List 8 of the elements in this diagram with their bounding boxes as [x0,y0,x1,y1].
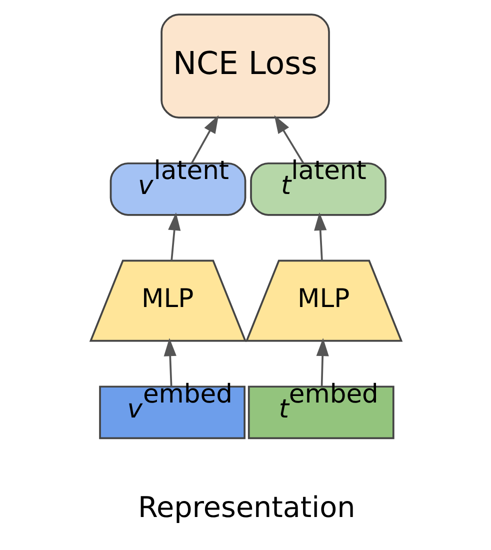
arrow [168,212,180,261]
arrow [316,338,328,386]
arrow [163,338,176,386]
arrow [314,212,326,261]
label: Representation [137,490,355,524]
arrow [190,115,218,164]
arrow [274,115,304,164]
node-box: NCE Loss [160,14,330,118]
